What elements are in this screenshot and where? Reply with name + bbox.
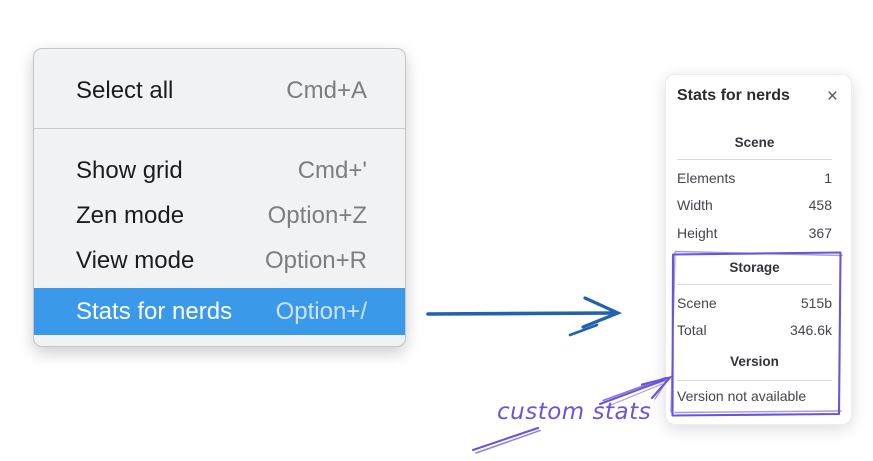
arrow-to-panel-icon — [426, 296, 623, 337]
menu-item-shortcut: Option+Z — [267, 202, 367, 229]
stat-label: Height — [677, 225, 718, 241]
menu-item-stats-for-nerds[interactable]: Stats for nerds Option+/ — [34, 288, 405, 335]
panel-title: Stats for nerds — [677, 87, 790, 104]
menu-item-shortcut: Option+R — [264, 247, 367, 274]
section-heading-storage: Storage — [729, 260, 780, 275]
stat-label: Elements — [677, 170, 736, 186]
stat-value: 458 — [808, 197, 832, 213]
stat-value: 1 — [824, 170, 832, 186]
menu-item-view-mode[interactable]: View mode Option+R — [34, 238, 405, 284]
stat-row-elements: Elements 1 — [677, 169, 832, 187]
menu-item-select-all[interactable]: Select all Cmd+A — [34, 68, 405, 114]
menu-divider — [34, 128, 405, 129]
close-icon[interactable]: × — [826, 85, 838, 107]
section-heading-version: Version — [730, 354, 779, 369]
stat-label: Scene — [677, 295, 717, 311]
menu-item-label: Stats for nerds — [76, 297, 233, 325]
menu-item-label: Zen mode — [76, 202, 185, 229]
stat-row-height: Height 367 — [677, 224, 832, 242]
stat-value: 515b — [800, 295, 832, 311]
section-divider — [677, 284, 832, 285]
menu-item-shortcut: Cmd+A — [286, 77, 367, 104]
menu-item-show-grid[interactable]: Show grid Cmd+' — [34, 148, 405, 194]
stats-panel: Stats for nerds × Scene Elements 1 Width… — [665, 74, 852, 425]
stat-label: Total — [677, 322, 707, 338]
annotation-arrows-icon — [471, 375, 674, 454]
menu-item-zen-mode[interactable]: Zen mode Option+Z — [34, 193, 405, 239]
version-note: Version not available — [677, 388, 807, 404]
menu-item-label: Show grid — [76, 157, 183, 184]
menu-item-shortcut: Option+/ — [275, 297, 367, 325]
stat-value: 346.6k — [789, 322, 832, 338]
context-menu: Select all Cmd+A Show grid Cmd+' Zen mod… — [33, 48, 406, 347]
section-heading-scene: Scene — [734, 135, 775, 150]
stat-label: Width — [677, 197, 713, 213]
highlight-box-icon — [670, 250, 843, 417]
menu-item-shortcut: Cmd+' — [297, 157, 367, 184]
section-divider — [677, 159, 832, 160]
menu-item-label: Select all — [76, 77, 174, 104]
stats-panel-header: Stats for nerds × — [677, 85, 838, 107]
stat-row-width: Width 458 — [677, 196, 832, 214]
stat-row-scene-storage: Scene 515b — [677, 294, 832, 312]
stat-row-total-storage: Total 346.6k — [677, 321, 832, 339]
section-divider — [677, 380, 832, 381]
menu-item-label: View mode — [76, 247, 195, 274]
stat-value: 367 — [808, 225, 832, 241]
annotation-custom-stats: custom stats — [497, 399, 652, 425]
